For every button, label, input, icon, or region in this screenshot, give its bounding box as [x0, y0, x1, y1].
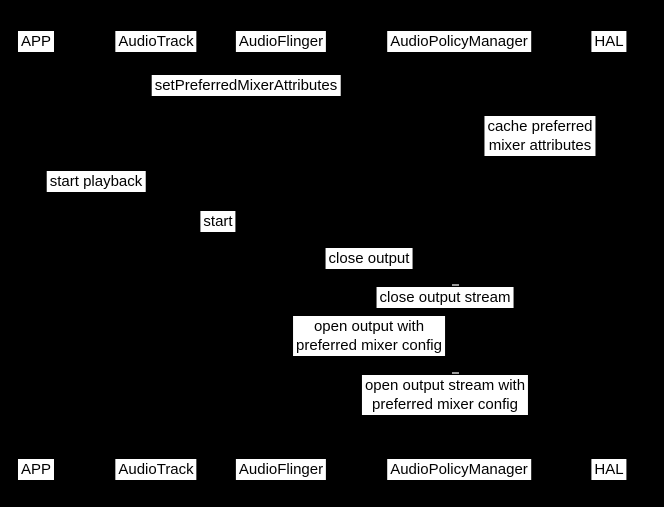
actor-label-audioflinger-top: AudioFlinger [235, 31, 327, 52]
message-label-start-playback: start playback [46, 171, 146, 192]
actor-label-app-top: APP [17, 31, 55, 52]
message-label-open-output-with-preferred-mixer-config: open output with preferred mixer config [293, 316, 445, 356]
message-label-close-output: close output [325, 248, 413, 269]
message-label-close-output-stream: close output stream [376, 287, 514, 308]
message-label-start: start [200, 211, 236, 232]
message-label-open-output-stream-with-preferred-mixer-config: open output stream with preferred mixer … [361, 375, 529, 415]
arrowhead-icon [452, 284, 459, 286]
actor-label-app-bottom: APP [17, 459, 55, 480]
actor-label-audioflinger-bottom: AudioFlinger [235, 459, 327, 480]
actor-label-audiopolicymanager-top: AudioPolicyManager [387, 31, 531, 52]
actor-label-audiotrack-top: AudioTrack [115, 31, 197, 52]
message-label-set-preferred-mixer-attributes: setPreferredMixerAttributes [151, 75, 341, 96]
actor-label-hal-top: HAL [591, 31, 627, 52]
actor-label-audiopolicymanager-bottom: AudioPolicyManager [387, 459, 531, 480]
actor-label-hal-bottom: HAL [591, 459, 627, 480]
arrowhead-icon [452, 372, 459, 374]
actor-label-audiotrack-bottom: AudioTrack [115, 459, 197, 480]
message-label-cache-preferred-mixer-attributes: cache preferred mixer attributes [484, 116, 596, 156]
